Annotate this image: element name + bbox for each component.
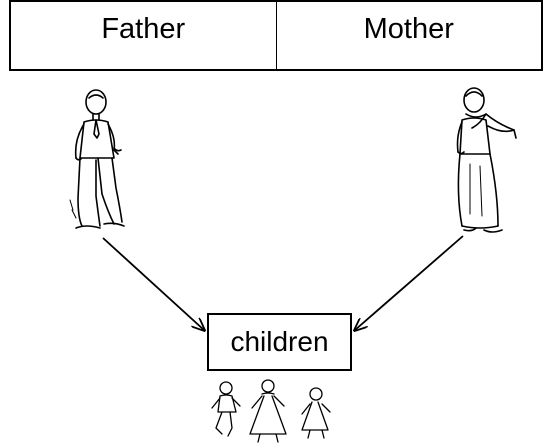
parents-header-table: Father Mother [9, 0, 543, 71]
children-label: children [230, 326, 329, 357]
mother-header-cell: Mother [275, 2, 542, 69]
children-figures-icon [206, 378, 346, 444]
mother-label: Mother [363, 13, 454, 45]
father-header-cell: Father [11, 2, 276, 69]
father-figure-icon [62, 88, 142, 238]
children-node: children [207, 313, 352, 371]
father-to-children-arrow [102, 237, 204, 330]
mother-to-children-arrow [355, 235, 464, 330]
mother-figure-icon [444, 86, 524, 238]
father-label: Father [101, 13, 186, 45]
